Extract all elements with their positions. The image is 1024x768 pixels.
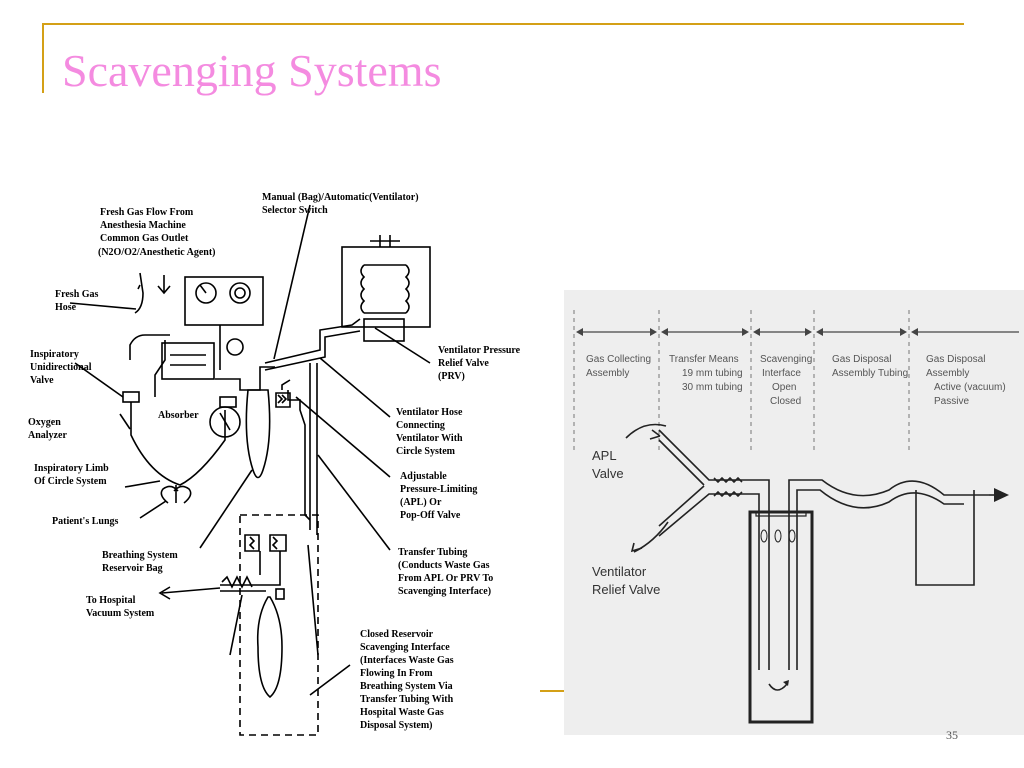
label-selector-switch-2: Selector Switch — [262, 205, 328, 216]
section-gas-collecting-2: Assembly — [586, 368, 629, 379]
label-closed-reservoir-6: Transfer Tubing With — [360, 694, 454, 705]
slide-number: 35 — [946, 728, 958, 742]
label-absorber: Absorber — [158, 410, 199, 421]
title-rule-left — [42, 23, 44, 93]
label-closed-reservoir-4: Flowing In From — [360, 668, 433, 679]
label-inspiratory-limb: Inspiratory Limb — [34, 463, 109, 474]
label-prv-3: (PRV) — [438, 371, 465, 382]
label-patient-lungs: Patient's Lungs — [52, 516, 119, 527]
label-apl-valve-3: (APL) Or — [400, 497, 442, 508]
label-ventilator-hose-2: Connecting — [396, 420, 445, 431]
label-inspiratory-valve: Inspiratory — [30, 349, 79, 360]
anesthesia-circuit-diagram: Fresh Gas Flow From Anesthesia Machine C… — [28, 192, 521, 736]
label-ventilator-hose: Ventilator Hose — [396, 407, 463, 418]
section-scavenging-interface: Scavenging — [760, 354, 812, 365]
label-inspiratory-limb-2: Of Circle System — [34, 476, 107, 487]
label-transfer-tubing-3: From APL Or PRV To — [398, 573, 493, 584]
section-disposal-assembly-4: Passive — [934, 396, 969, 407]
section-scavenging-interface-4: Closed — [770, 396, 801, 407]
section-disposal-assembly: Gas Disposal — [926, 354, 985, 365]
section-transfer-means: Transfer Means — [669, 354, 739, 365]
label-ventilator-hose-4: Circle System — [396, 446, 456, 457]
section-scavenging-interface-2: Interface — [762, 368, 801, 379]
label-hospital-vacuum: To Hospital — [86, 595, 136, 606]
label-apl-valve: Adjustable — [400, 471, 447, 482]
label-transfer-tubing-2: (Conducts Waste Gas — [398, 560, 490, 571]
label-fresh-gas-flow-3: Common Gas Outlet — [100, 233, 189, 244]
section-disposal-tubing: Gas Disposal — [832, 354, 891, 365]
label-reservoir-bag: Breathing System — [102, 550, 178, 561]
label-closed-reservoir-2: Scavenging Interface — [360, 642, 450, 653]
section-gas-collecting: Gas Collecting — [586, 354, 651, 365]
label-fresh-gas-hose-2: Hose — [55, 302, 77, 313]
label-ventilator-relief-valve: Ventilator — [592, 564, 647, 579]
footer-rule — [540, 690, 570, 692]
label-selector-switch: Manual (Bag)/Automatic(Ventilator) — [262, 192, 419, 203]
label-closed-reservoir-5: Breathing System Via — [360, 681, 453, 692]
label-ventilator-relief-valve-2: Relief Valve — [592, 582, 660, 597]
label-closed-reservoir-3: (Interfaces Waste Gas — [360, 655, 454, 666]
label-fresh-gas-flow: Fresh Gas Flow From — [100, 207, 194, 218]
label-closed-reservoir: Closed Reservoir — [360, 629, 434, 640]
section-disposal-assembly-2: Assembly — [926, 368, 969, 379]
label-transfer-tubing: Transfer Tubing — [398, 547, 467, 558]
label-hospital-vacuum-2: Vacuum System — [86, 608, 155, 619]
label-prv: Ventilator Pressure — [438, 345, 521, 356]
label-closed-reservoir-8: Disposal System) — [360, 720, 433, 731]
section-disposal-assembly-3: Active (vacuum) — [934, 382, 1006, 393]
slide-title: Scavenging Systems — [62, 45, 442, 96]
label-oxygen-analyzer-2: Analyzer — [28, 430, 67, 441]
title-rule-top — [44, 23, 964, 25]
scavenging-components-diagram: Gas Collecting Assembly Transfer Means 1… — [564, 290, 1024, 735]
label-apl-valve-right: APL — [592, 448, 617, 463]
section-disposal-tubing-2: Assembly Tubing — [832, 368, 908, 379]
label-apl-valve-2: Pressure-Limiting — [400, 484, 477, 495]
label-fresh-gas-hose: Fresh Gas — [55, 289, 99, 300]
label-inspiratory-valve-3: Valve — [30, 375, 54, 386]
label-inspiratory-valve-2: Unidirectional — [30, 362, 92, 373]
section-transfer-means-2: 19 mm tubing — [682, 368, 743, 379]
label-reservoir-bag-2: Reservoir Bag — [102, 563, 163, 574]
section-scavenging-interface-3: Open — [772, 382, 796, 393]
label-fresh-gas-flow-2: Anesthesia Machine — [100, 220, 186, 231]
label-fresh-gas-flow-4: (N2O/O2/Anesthetic Agent) — [98, 247, 216, 258]
label-transfer-tubing-4: Scavenging Interface) — [398, 586, 491, 597]
label-apl-valve-4: Pop-Off Valve — [400, 510, 461, 521]
label-closed-reservoir-7: Hospital Waste Gas — [360, 707, 444, 718]
label-ventilator-hose-3: Ventilator With — [396, 433, 463, 444]
label-oxygen-analyzer: Oxygen — [28, 417, 61, 428]
label-apl-valve-right-2: Valve — [592, 466, 624, 481]
label-prv-2: Relief Valve — [438, 358, 489, 369]
section-transfer-means-3: 30 mm tubing — [682, 382, 743, 393]
